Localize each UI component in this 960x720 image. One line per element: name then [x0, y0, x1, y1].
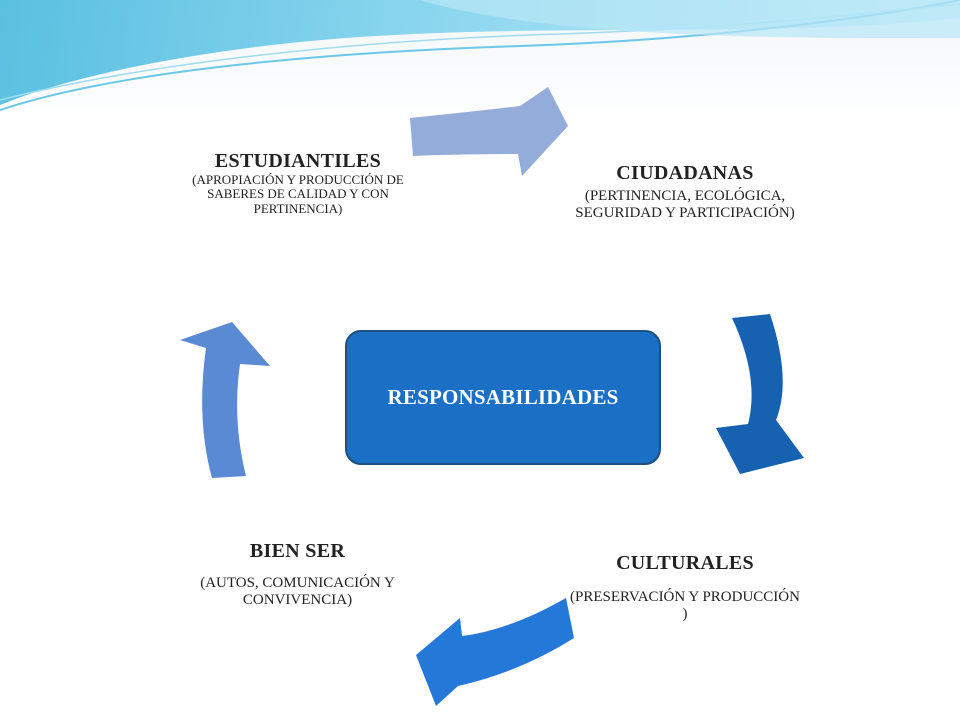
- node-title: CIUDADANAS: [616, 162, 754, 184]
- responsabilidades-box: RESPONSABILIDADES: [345, 330, 661, 465]
- node-estudiantiles: ESTUDIANTILES (APROPIACIÓN Y PRODUCCIÓN …: [188, 150, 408, 216]
- arrow-bottom: [416, 598, 574, 706]
- center-label: RESPONSABILIDADES: [387, 385, 619, 409]
- node-title: BIEN SER: [249, 540, 346, 562]
- node-title: CULTURALES: [616, 552, 754, 574]
- header-wave-decoration: [0, 0, 960, 111]
- node-bien-ser: BIEN SER (AUTOS, COMUNICACIÓN Y CONVIVEN…: [185, 540, 410, 608]
- arrow-left: [180, 322, 270, 478]
- node-ciudadanas: CIUDADANAS (PERTINENCIA, ECOLÓGICA, SEGU…: [560, 162, 810, 221]
- node-culturales: CULTURALES (PRESERVACIÓN Y PRODUCCIÓN ): [570, 552, 800, 622]
- node-description: (APROPIACIÓN Y PRODUCCIÓN DE SABERES DE …: [192, 172, 404, 216]
- node-description: (AUTOS, COMUNICACIÓN Y CONVIVENCIA): [200, 575, 395, 608]
- arrow-right: [716, 314, 804, 474]
- arrow-top: [410, 87, 568, 176]
- node-description: (PERTINENCIA, ECOLÓGICA, SEGURIDAD Y PAR…: [575, 188, 795, 221]
- node-title: ESTUDIANTILES: [214, 150, 382, 172]
- node-description: (PRESERVACIÓN Y PRODUCCIÓN ): [570, 589, 800, 622]
